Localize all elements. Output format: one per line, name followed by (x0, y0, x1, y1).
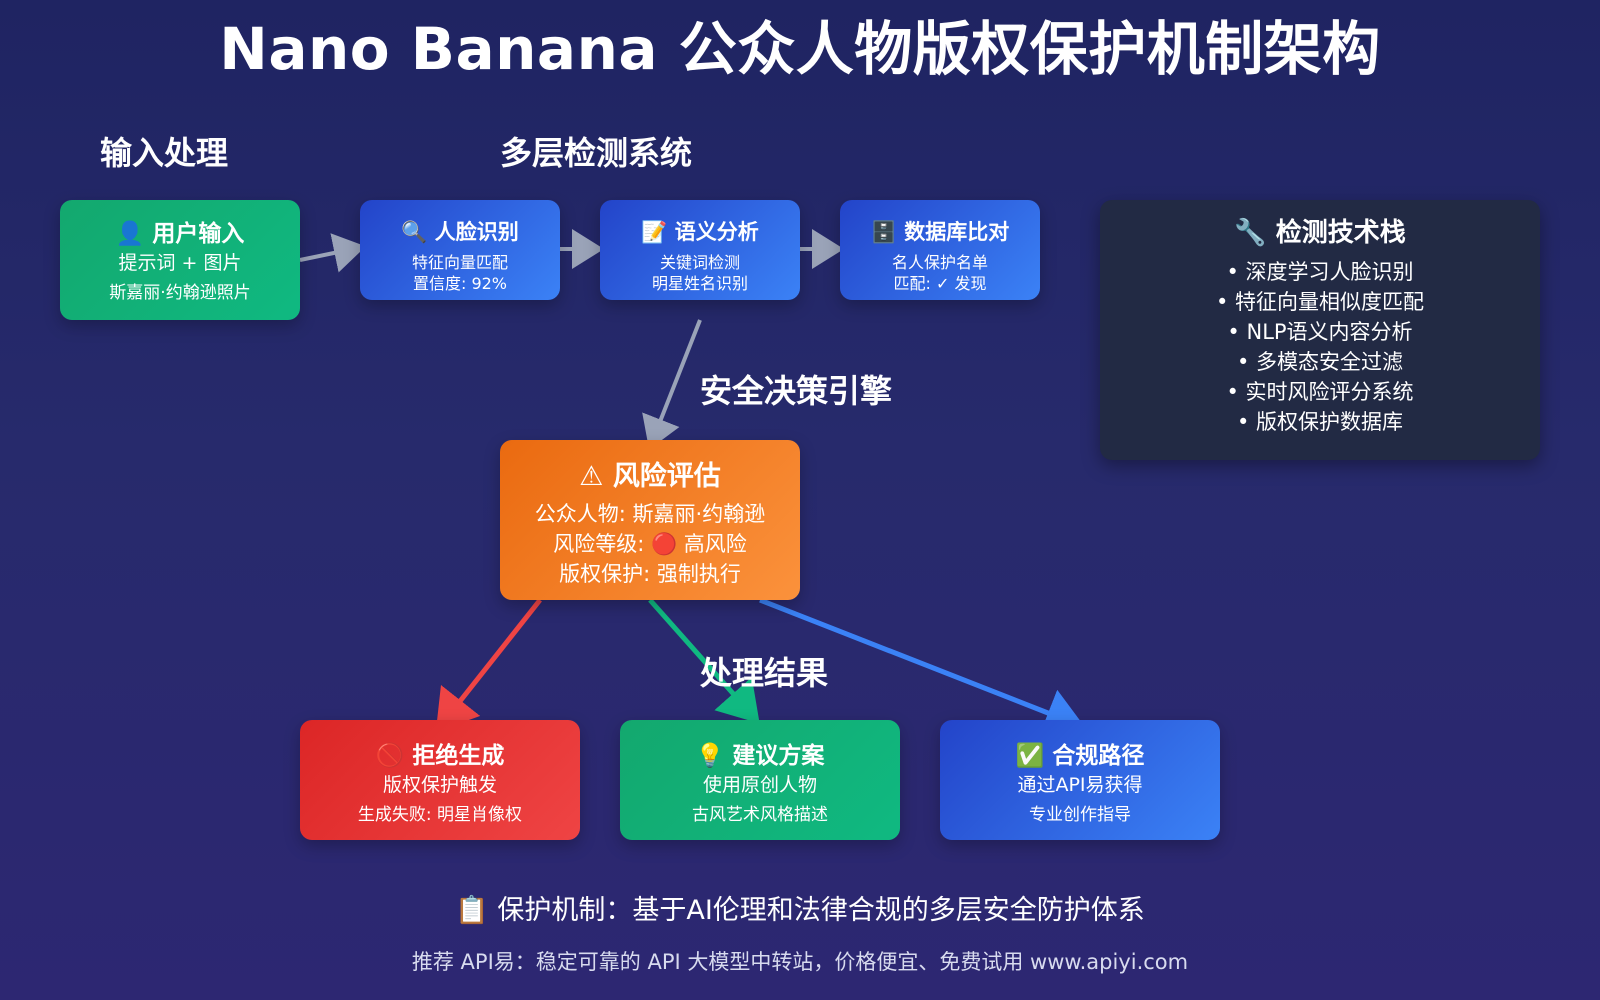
user-icon: 👤 (115, 221, 145, 247)
user-input-title: 👤 用户输入 (60, 214, 300, 248)
arrow-risk-to-suggest (648, 598, 760, 724)
compliant-path-box: ✅ 合规路径 通过API易获得 专业创作指导 (940, 720, 1220, 840)
semantic-analysis-line1: 关键词检测 (659, 253, 740, 272)
compliant-line1: 通过API易获得 (1017, 774, 1143, 796)
tech-stack-item: • 版权保护数据库 (1236, 410, 1404, 434)
compliant-title: ✅ 合规路径 (940, 736, 1220, 770)
tech-stack-item: • NLP语义内容分析 (1227, 320, 1413, 344)
risk-assessment-title: ⚠ 风险评估 (500, 454, 800, 493)
semantic-analysis-box: 📝 语义分析 关键词检测 明星姓名识别 (600, 200, 800, 300)
page-title: Nano Banana 公众人物版权保护机制架构 (219, 15, 1381, 83)
magnifier-icon: 🔍 (401, 220, 428, 244)
risk-level: 风险等级: 🔴 高风险 (553, 532, 747, 556)
semantic-analysis-title: 📝 语义分析 (600, 216, 800, 246)
face-recognition-line2: 置信度: 92% (412, 274, 508, 293)
check-mark-icon: ✅ (1015, 743, 1045, 769)
database-compare-box: 🗄️ 数据库比对 名人保护名单 匹配: ✓ 发现 (840, 200, 1040, 300)
semantic-analysis-title-text: 语义分析 (674, 220, 759, 244)
file-cabinet-icon: 🗄️ (870, 220, 897, 244)
user-input-box: 👤 用户输入 提示词 + 图片 斯嘉丽·约翰逊照片 (60, 200, 300, 320)
database-compare-line1: 名人保护名单 (891, 253, 988, 272)
section-detection-label: 多层检测系统 (500, 134, 693, 172)
reject-title-text: 拒绝生成 (412, 743, 505, 769)
face-recognition-box: 🔍 人脸识别 特征向量匹配 置信度: 92% (360, 200, 560, 300)
reject-line1: 版权保护触发 (382, 774, 497, 796)
face-recognition-title: 🔍 人脸识别 (360, 216, 560, 246)
reject-line2: 生成失败: 明星肖像权 (357, 805, 523, 825)
tech-stack-item: • 深度学习人脸识别 (1226, 260, 1414, 284)
arrow-detection-to-risk (642, 319, 702, 450)
section-result-label: 处理结果 (700, 654, 829, 692)
section-decision-label: 安全决策引擎 (700, 372, 893, 410)
section-input-label: 输入处理 (100, 134, 229, 172)
suggestion-line2: 古风艺术风格描述 (692, 805, 828, 825)
user-input-line1: 提示词 + 图片 (118, 252, 242, 274)
face-recognition-title-text: 人脸识别 (434, 220, 519, 244)
arrow-risk-to-reject (435, 598, 542, 732)
risk-copyright: 版权保护: 强制执行 (559, 562, 741, 586)
wrench-icon: 🔧 (1234, 218, 1267, 248)
arrow-input-to-face (299, 233, 366, 273)
footer-recommendation: 推荐 API易：稳定可靠的 API 大模型中转站，价格便宜、免费试用 www.a… (411, 950, 1189, 974)
tech-stack-panel: 🔧 检测技术栈 • 深度学习人脸识别 • 特征向量相似度匹配 • NLP语义内容… (1100, 200, 1540, 460)
tech-stack-item: • 特征向量相似度匹配 (1215, 290, 1425, 314)
semantic-analysis-line2: 明星姓名识别 (651, 274, 748, 293)
lightbulb-icon: 💡 (695, 743, 725, 769)
suggestion-box: 💡 建议方案 使用原创人物 古风艺术风格描述 (620, 720, 900, 840)
suggestion-line1: 使用原创人物 (702, 774, 817, 796)
risk-public-figure: 公众人物: 斯嘉丽·约翰逊 (534, 502, 766, 526)
reject-title: 🚫 拒绝生成 (300, 736, 580, 770)
compliant-title-text: 合规路径 (1052, 743, 1145, 769)
prohibited-icon: 🚫 (375, 743, 405, 769)
reject-generation-box: 🚫 拒绝生成 版权保护触发 生成失败: 明星肖像权 (300, 720, 580, 840)
tech-stack-title: 🔧 检测技术栈 (1100, 212, 1540, 249)
user-input-title-text: 用户输入 (152, 221, 245, 247)
tech-stack-item: • 实时风险评分系统 (1226, 380, 1414, 404)
tech-stack-item: • 多模态安全过滤 (1236, 350, 1404, 374)
risk-assessment-title-text: 风险评估 (612, 461, 721, 492)
arrow-risk-to-compliant (759, 597, 1086, 737)
database-compare-title-text: 数据库比对 (904, 220, 1010, 244)
memo-icon: 📝 (641, 220, 668, 244)
face-recognition-line1: 特征向量匹配 (411, 253, 508, 272)
suggestion-title: 💡 建议方案 (620, 736, 900, 770)
tech-stack-title-text: 检测技术栈 (1275, 218, 1406, 248)
database-compare-line2: 匹配: ✓ 发现 (893, 274, 987, 293)
compliant-line2: 专业创作指导 (1029, 805, 1131, 825)
user-input-line2: 斯嘉丽·约翰逊照片 (109, 283, 251, 303)
database-compare-title: 🗄️ 数据库比对 (840, 216, 1040, 246)
footer-protection-note: 📋 保护机制：基于AI伦理和法律合规的多层安全防护体系 (455, 895, 1145, 926)
warning-icon: ⚠ (579, 461, 604, 492)
risk-assessment-box: ⚠ 风险评估 公众人物: 斯嘉丽·约翰逊 风险等级: 🔴 高风险 版权保护: 强… (500, 440, 800, 600)
suggestion-title-text: 建议方案 (732, 743, 825, 769)
